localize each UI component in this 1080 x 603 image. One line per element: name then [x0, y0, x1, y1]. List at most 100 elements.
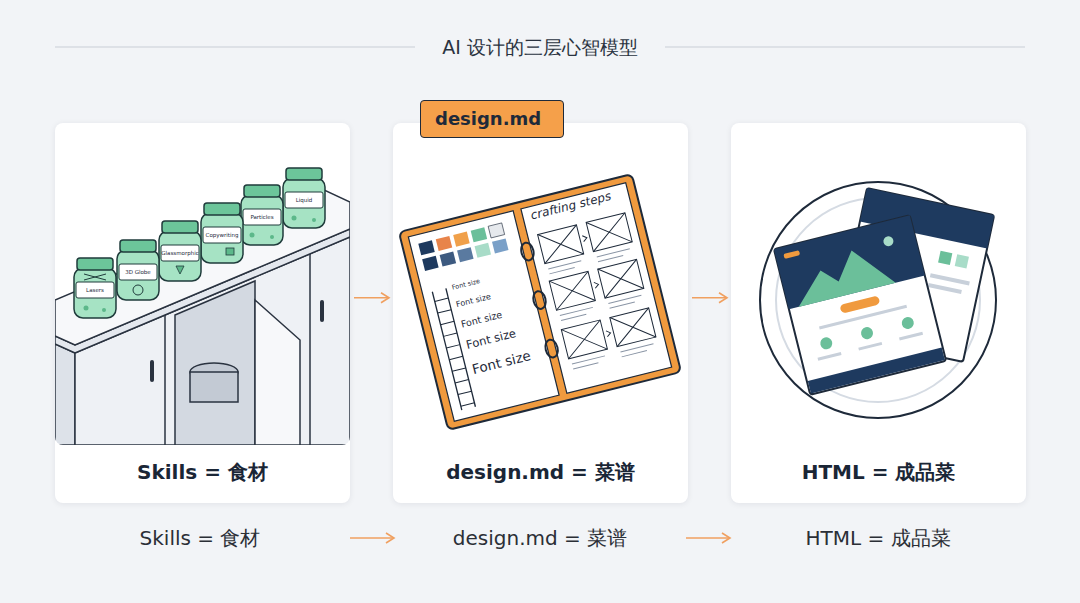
binder-ring [519, 241, 535, 261]
stage-card: HTML = 成品菜 [731, 123, 1026, 503]
laser-beam [84, 274, 106, 280]
flow-arrow [692, 297, 727, 299]
file-tag: design.md [420, 100, 564, 138]
page-footer [808, 347, 945, 393]
hero-sun [882, 235, 894, 247]
counter-top [55, 188, 350, 345]
open-door [255, 300, 300, 445]
color-swatch [471, 227, 487, 242]
wireframes [538, 213, 659, 370]
door-handle [320, 300, 324, 322]
wireframe-lines [548, 249, 654, 369]
color-swatch [457, 247, 473, 262]
ladder-rungs [435, 298, 475, 406]
jar-label [285, 192, 323, 208]
color-swatch [436, 236, 452, 251]
page-line [899, 332, 923, 341]
wireframe-box [561, 320, 607, 359]
front-webpage [774, 215, 946, 394]
feature-dot [900, 316, 915, 331]
title-rule [665, 47, 1025, 48]
color-swatch [440, 251, 456, 266]
page-hero [774, 215, 925, 309]
laser-beam [84, 274, 106, 280]
pot-rim [190, 363, 238, 381]
jar-shard [176, 266, 184, 274]
jar-lid [120, 240, 156, 252]
jar-dot [270, 235, 274, 239]
card-title: design.md = 菜谱 [393, 457, 688, 487]
cabinet-divider [309, 254, 311, 445]
jar-body [74, 268, 116, 318]
jar-lid [162, 221, 198, 233]
wireframe-cross [538, 213, 656, 359]
jar-globe [133, 285, 143, 295]
jar-lid [204, 203, 240, 215]
pot-body [190, 372, 238, 402]
color-swatch [475, 243, 491, 258]
nav-logo [783, 250, 800, 259]
diagram-title: AI 设计的三层心智模型 [0, 33, 1080, 61]
page-frame [836, 188, 994, 362]
binder-ring [544, 338, 560, 358]
jar-lid [77, 258, 113, 270]
jar-body [159, 231, 201, 281]
color-swatch [422, 256, 438, 271]
page-line [819, 305, 907, 330]
color-swatch [418, 240, 434, 255]
feature-dot [860, 326, 875, 341]
jar-dot [250, 233, 255, 238]
color-swatch [453, 232, 469, 247]
counter-edge [55, 229, 350, 353]
flow-arrow [354, 297, 389, 299]
jar-body [117, 250, 159, 300]
jar-body [283, 178, 325, 228]
plate-rim [760, 182, 996, 418]
cabinet-side [55, 344, 75, 445]
cabinet-divider [164, 315, 166, 445]
hero-mountain [788, 242, 895, 307]
page-line [858, 342, 882, 351]
page-line [930, 273, 970, 285]
caption-arrow [686, 537, 730, 539]
page-tile [938, 251, 952, 265]
jar-label [119, 264, 157, 280]
row-caption: HTML = 成品菜 [728, 523, 1028, 553]
cabinet-front [75, 237, 350, 445]
row-caption: Skills = 食材 [50, 523, 350, 553]
page-tile [955, 254, 969, 268]
jar-label [76, 282, 114, 298]
color-swatch [492, 238, 508, 253]
pantry-illustration [55, 168, 350, 445]
binder-ring [532, 290, 548, 310]
jar-label [203, 227, 241, 243]
book-cover [399, 174, 681, 430]
plate-well [776, 198, 980, 402]
color-swatch [488, 223, 504, 238]
stage-card: Skills = 食材 [55, 123, 350, 503]
jar-lid [244, 185, 280, 197]
door-handle [150, 360, 154, 382]
page-frame [774, 215, 946, 394]
jar-body [241, 195, 283, 245]
jar-label [243, 209, 281, 225]
jar-dot [292, 216, 297, 221]
wireframe-box [586, 213, 632, 252]
book-page [408, 211, 559, 421]
page-line [818, 352, 842, 361]
wireframe-box [610, 308, 656, 347]
wireframe-box [538, 225, 584, 264]
page-header [860, 188, 994, 248]
page-line [928, 283, 962, 294]
feature-dot [819, 336, 834, 351]
plate-illustration [760, 182, 996, 418]
jar-cube [226, 248, 234, 255]
jar-label [161, 245, 199, 261]
cabinet-interior [175, 281, 255, 445]
ladder-rail [446, 288, 476, 406]
recipe-book [399, 174, 681, 430]
row-caption: design.md = 菜谱 [390, 523, 690, 553]
wireframe-box [549, 271, 595, 310]
stage-card: design.mddesign.md = 菜谱 [393, 123, 688, 503]
jar-body [201, 213, 243, 263]
